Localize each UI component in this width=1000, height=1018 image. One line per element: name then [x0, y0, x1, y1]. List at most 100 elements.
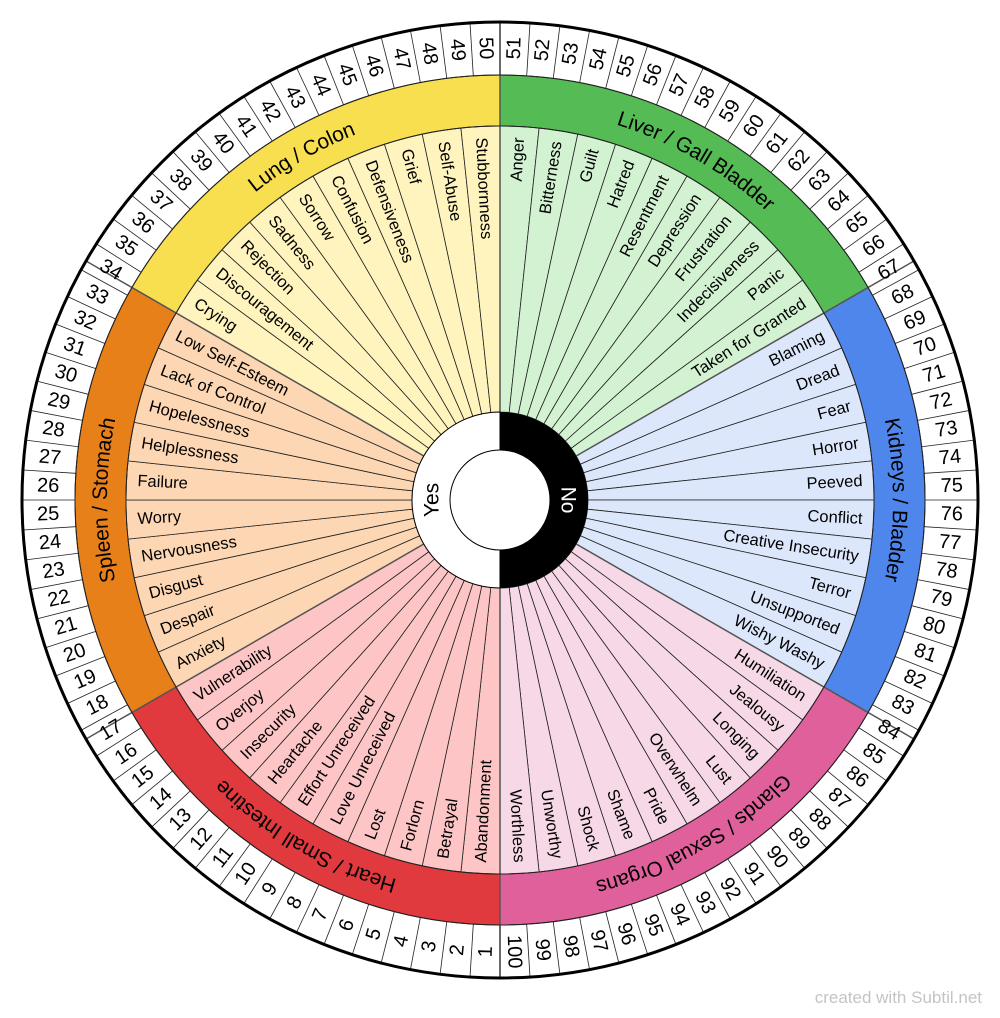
number-divider: [552, 25, 561, 79]
number-label: 22: [46, 585, 73, 611]
number-label: 27: [38, 445, 62, 469]
number-label: 98: [558, 934, 583, 959]
number-divider: [749, 843, 782, 887]
number-divider: [680, 884, 704, 933]
number-divider: [872, 704, 920, 731]
number-label: 29: [46, 388, 73, 414]
number-label: 28: [41, 417, 66, 442]
number-divider: [25, 552, 79, 561]
number-divider: [45, 351, 96, 370]
number-divider: [827, 770, 869, 805]
number-divider: [526, 924, 531, 978]
number-label: 100: [503, 935, 526, 969]
number-divider: [770, 827, 805, 869]
number-divider: [195, 131, 230, 173]
number-label: 75: [940, 474, 963, 497]
no-label: No: [557, 487, 580, 514]
number-divider: [924, 469, 978, 474]
number-label: 4: [389, 933, 413, 949]
emotion-label: Peeved: [806, 472, 863, 493]
number-divider: [113, 218, 157, 251]
number-divider: [656, 55, 677, 105]
yes-no-center: Yes No: [411, 411, 588, 589]
emotion-label: Anger: [508, 137, 528, 182]
number-divider: [45, 630, 96, 649]
number-label: 54: [585, 46, 611, 73]
organ-divider: [85, 543, 425, 740]
number-divider: [630, 45, 649, 96]
number-divider: [680, 67, 704, 116]
number-divider: [96, 243, 142, 273]
number-divider: [469, 22, 474, 76]
footer-credit: created with Subtil.net: [814, 988, 982, 1007]
number-divider: [827, 195, 869, 230]
organ-divider: [85, 260, 425, 457]
number-divider: [727, 96, 757, 142]
number-divider: [605, 911, 620, 964]
number-divider: [921, 439, 975, 448]
number-divider: [243, 858, 273, 904]
number-divider: [351, 904, 370, 955]
number-divider: [911, 605, 964, 620]
number-divider: [80, 269, 128, 296]
number-divider: [727, 858, 757, 904]
number-divider: [351, 45, 370, 96]
emotion-label: Worthless: [506, 789, 528, 863]
number-divider: [410, 30, 421, 83]
number-divider: [904, 351, 955, 370]
number-divider: [243, 96, 273, 142]
number-divider: [656, 895, 677, 945]
number-divider: [884, 296, 933, 320]
number-divider: [704, 80, 731, 128]
number-label: 72: [928, 388, 955, 414]
number-divider: [131, 195, 173, 230]
number-divider: [410, 917, 421, 970]
number-divider: [917, 410, 970, 421]
outer-rim: [20, 20, 980, 980]
organ-divider: [575, 260, 915, 457]
number-divider: [296, 67, 320, 116]
number-divider: [131, 770, 173, 805]
number-label: 47: [388, 46, 414, 73]
number-divider: [55, 656, 105, 677]
number-label: 77: [938, 531, 962, 555]
number-divider: [895, 323, 945, 344]
number-divider: [704, 872, 731, 920]
number-divider: [55, 323, 105, 344]
number-divider: [790, 809, 828, 849]
number-divider: [917, 579, 970, 590]
number-divider: [526, 22, 531, 76]
number-divider: [36, 605, 89, 620]
number-divider: [884, 680, 933, 704]
number-divider: [151, 172, 191, 210]
number-divider: [80, 704, 128, 731]
number-divider: [269, 872, 296, 920]
emotion-label: Conflict: [807, 507, 863, 528]
number-divider: [770, 131, 805, 173]
number-label: 76: [940, 503, 963, 526]
yes-label: Yes: [421, 483, 444, 517]
number-divider: [579, 917, 590, 970]
number-divider: [25, 439, 79, 448]
number-divider: [30, 410, 83, 421]
number-label: 53: [558, 41, 583, 66]
number-divider: [151, 790, 191, 828]
number-divider: [323, 55, 344, 105]
number-divider: [218, 843, 251, 887]
center-circle: [449, 449, 551, 551]
number-label: 50: [474, 37, 497, 60]
number-label: 2: [446, 943, 469, 956]
organ-divider: [575, 543, 915, 740]
number-divider: [469, 924, 474, 978]
number-label: 79: [928, 585, 955, 611]
number-divider: [67, 296, 116, 320]
emotion-label: Abandonment: [472, 759, 495, 863]
number-divider: [172, 809, 210, 849]
number-divider: [605, 36, 620, 89]
number-divider: [809, 172, 849, 210]
number-label: 23: [41, 558, 66, 583]
ring-border: [125, 125, 875, 875]
number-label: 25: [37, 503, 60, 526]
number-divider: [858, 243, 904, 273]
number-label: 73: [934, 417, 959, 442]
